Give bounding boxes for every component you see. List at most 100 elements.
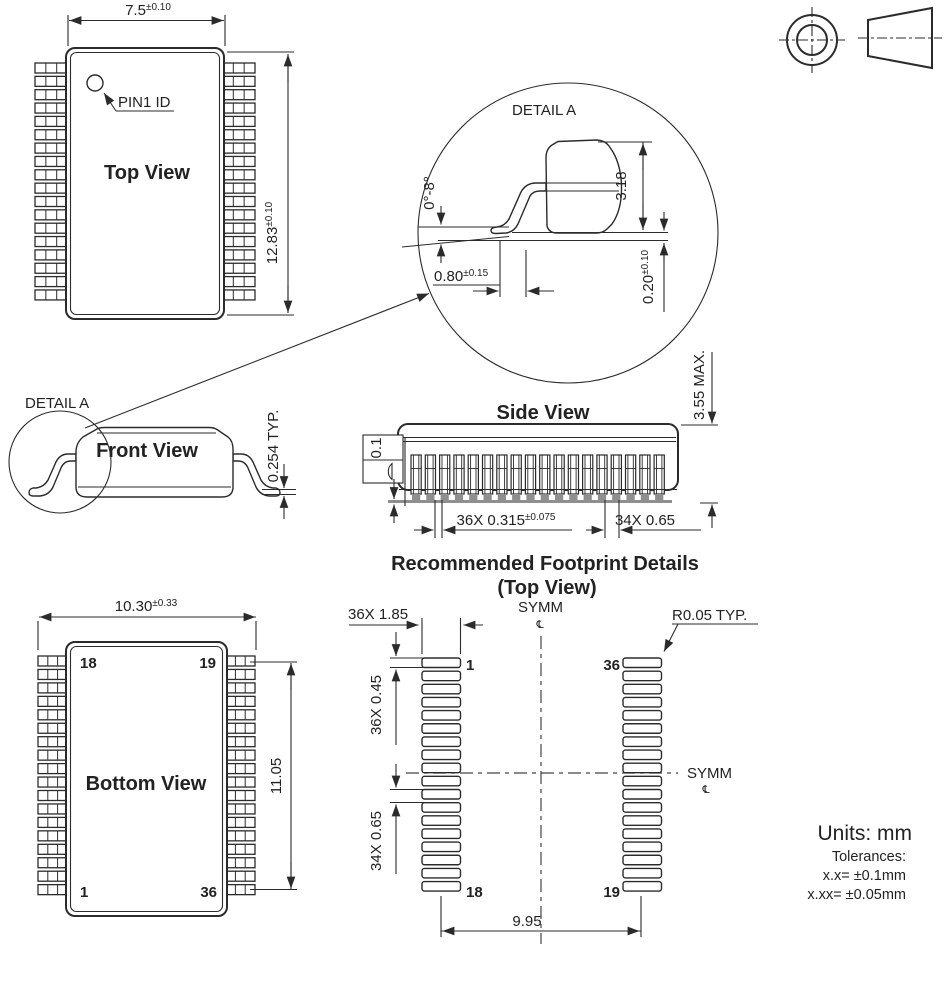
centerline-symbol-right: ℄ [701,783,709,796]
lead-width-tol: ±0.075 [525,512,556,523]
side-lead [553,454,565,495]
bottom-view-body-inner [69,645,224,913]
bottom-width-tol: ±0.33 [152,598,177,609]
detail-a-circle [417,82,719,384]
footprint-pad [421,723,462,734]
footprint-pad [421,841,462,853]
pad-width-dim: 36X 1.85 [348,606,408,623]
package-pin [223,275,256,288]
bottom-view-body-outer [65,641,228,917]
tolerance-x: x.x= ±0.1mm [823,868,906,884]
package-pin [223,62,256,74]
detail-gullwing-lead [490,182,547,235]
footprint-subtitle: (Top View) [497,577,596,599]
lead-foot [469,494,478,501]
tolerance-xx: x.xx= ±0.05mm [807,887,906,903]
package-pin [37,857,67,869]
side-lead [610,454,623,495]
side-lead [496,454,508,495]
footprint-pad [622,801,663,813]
package-pin [223,195,256,208]
package-pin [34,62,67,74]
footprint-pad [622,749,663,761]
lead-foot [583,494,592,501]
flatness-control-frame [362,434,404,484]
package-pin [37,789,67,802]
bottom-pin36-label: 36 [200,884,217,901]
package-pin [34,142,67,154]
package-pin [34,195,67,208]
footprint-pad [421,749,462,761]
lead-foot [440,494,449,501]
footprint-pad [622,775,663,787]
package-pin [37,776,67,788]
package-pin [37,722,67,734]
package-pin [223,129,256,141]
lead-foot [497,494,506,501]
side-lead [424,454,437,495]
footprint-pad [622,683,663,695]
footprint-pad [622,854,663,866]
package-pin [223,289,256,301]
package-pin [34,182,67,194]
centerline-symbol-top: ℄ [535,618,543,631]
top-view: PIN1 ID Top View 7.5±0.10 12.83±0.10 [34,2,294,320]
side-lead-width-dim: 36X 0.315±0.075 [457,512,556,529]
package-pin [226,695,256,707]
footprint-pad [622,841,663,853]
footprint-pad [421,683,462,695]
footprint-pad [622,762,663,774]
footprint-pad [622,788,663,800]
top-width-tol: ±0.10 [146,2,171,13]
footprint-pad [421,736,462,748]
pad1-label: 1 [466,657,474,674]
package-pin [34,289,67,301]
top-width-dim: 7.5±0.10 [125,2,171,19]
package-pin [37,803,67,815]
footprint-pads [421,657,663,892]
package-pin [37,884,67,896]
package-pin [37,655,67,667]
detail-height-dim: 3.18 [613,171,630,200]
lead-foot [412,494,421,501]
package-pin [37,736,67,748]
package-pin [34,89,67,101]
side-lead [410,454,422,495]
footprint-pad [421,815,462,826]
package-pin [223,115,256,128]
package-pin [226,830,256,842]
top-height-dim: 12.83±0.10 [264,201,281,264]
top-view-body-inner [69,51,221,316]
package-pin [226,682,256,694]
detail-foot-dim: 0.80±0.15 [434,268,489,285]
profile-of-surface-icon [387,462,393,481]
footprint-pad [421,696,462,708]
side-lead [453,454,465,495]
footprint-pad [421,709,462,721]
footprint-pad [622,867,663,879]
package-pin [226,709,256,721]
side-lead [439,454,451,495]
standoff-tol: ±0.10 [640,249,651,274]
angle-slant-line [401,235,510,248]
side-lead [596,454,608,495]
package-pin [223,262,256,274]
footprint-pad [622,696,663,708]
lead-foot [612,494,621,501]
package-pin [226,736,256,748]
bottom-pin18-label: 18 [80,655,97,672]
bottom-view-pins [37,655,256,896]
detail-standoff-dim: 0.20±0.10 [640,249,657,304]
package-pin [223,142,256,154]
lead-foot [526,494,535,501]
bottom-pin19-label: 19 [199,655,216,672]
symm-top-label: SYMM [518,599,563,616]
bottom-view: Bottom View 18 19 1 36 10.30±0.33 11.05 [37,598,297,917]
top-view-body-outer [65,47,225,320]
side-view: Side View 0.1 3.55 MAX. 36X 0.315±0.075 … [362,350,718,538]
pin1-indicator-dot [86,74,104,92]
side-lead [653,454,665,495]
package-pin [226,843,256,855]
package-pin [34,102,67,114]
